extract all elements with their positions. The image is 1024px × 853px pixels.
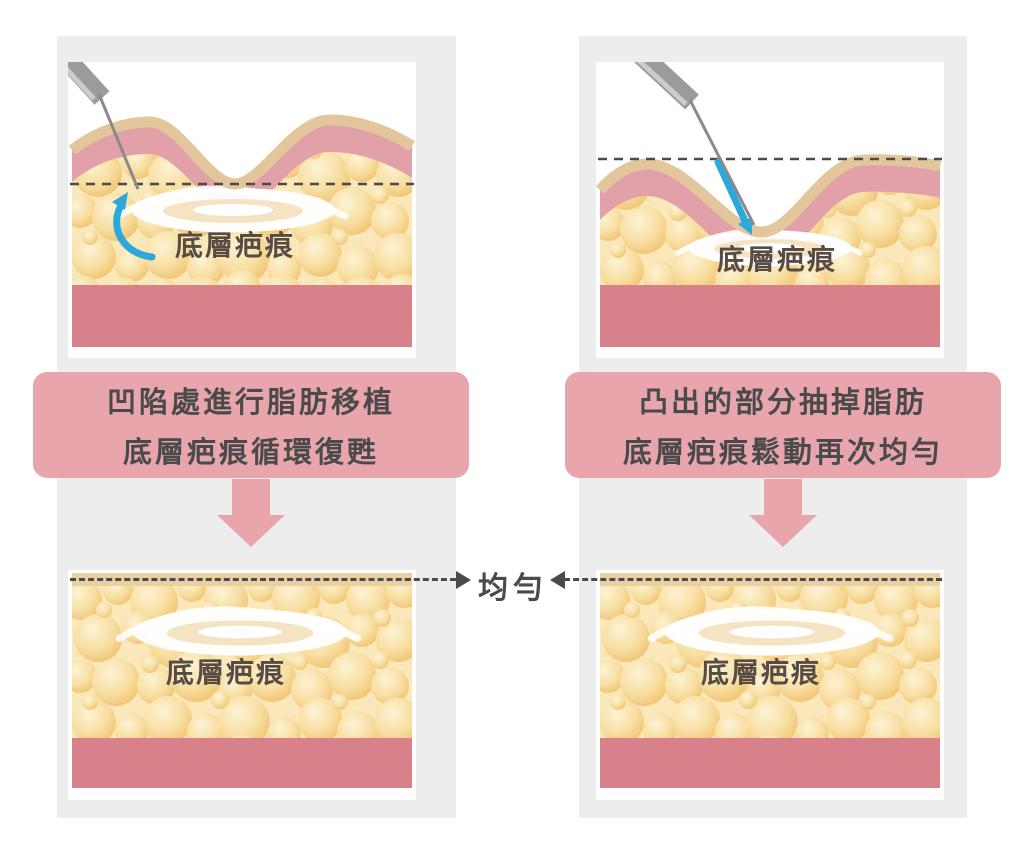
arrowhead-left-icon [550, 571, 565, 589]
down-arrow-icon [217, 515, 285, 547]
even-level-line-left [70, 578, 456, 581]
caption-line: 凹陷處進行脂肪移植 [106, 387, 395, 419]
muscle-layer [72, 285, 412, 347]
scar-label: 底層疤痕 [717, 244, 837, 275]
caption-line: 底層疤痕循環復甦 [122, 437, 379, 469]
down-arrow-icon [764, 479, 802, 516]
caption-line: 底層疤痕鬆動再次均勻 [622, 437, 943, 469]
scar-label: 底層疤痕 [166, 657, 286, 688]
scar-label: 底層疤痕 [175, 230, 295, 261]
fat-removal-arrow-icon [714, 158, 752, 235]
right-caption-box: 凸出的部分抽掉脂肪 底層疤痕鬆動再次均勻 [565, 372, 1001, 478]
even-level-line-right [564, 578, 942, 581]
muscle-layer [600, 285, 940, 347]
arrowhead-right-icon [456, 571, 471, 589]
even-level-label: 均勻 [478, 572, 548, 605]
right-before-illustration: 底層疤痕 [596, 62, 944, 358]
caption-line: 凸出的部分抽掉脂肪 [638, 387, 927, 419]
muscle-layer [600, 738, 940, 788]
muscle-layer [72, 738, 412, 788]
epidermis-layer [596, 154, 942, 238]
left-caption-box: 凹陷處進行脂肪移植 底層疤痕循環復甦 [33, 372, 469, 478]
left-after-illustration: 底層疤痕 [68, 570, 416, 800]
down-arrow-icon [232, 479, 270, 516]
scar-label: 底層疤痕 [701, 657, 821, 688]
syringe-icon [68, 62, 140, 190]
right-after-illustration: 底層疤痕 [596, 570, 944, 800]
left-before-illustration: 底層疤痕 [68, 62, 416, 358]
fat-inject-arrow-icon [112, 192, 156, 261]
down-arrow-icon [749, 515, 817, 547]
syringe-icon [634, 62, 756, 226]
